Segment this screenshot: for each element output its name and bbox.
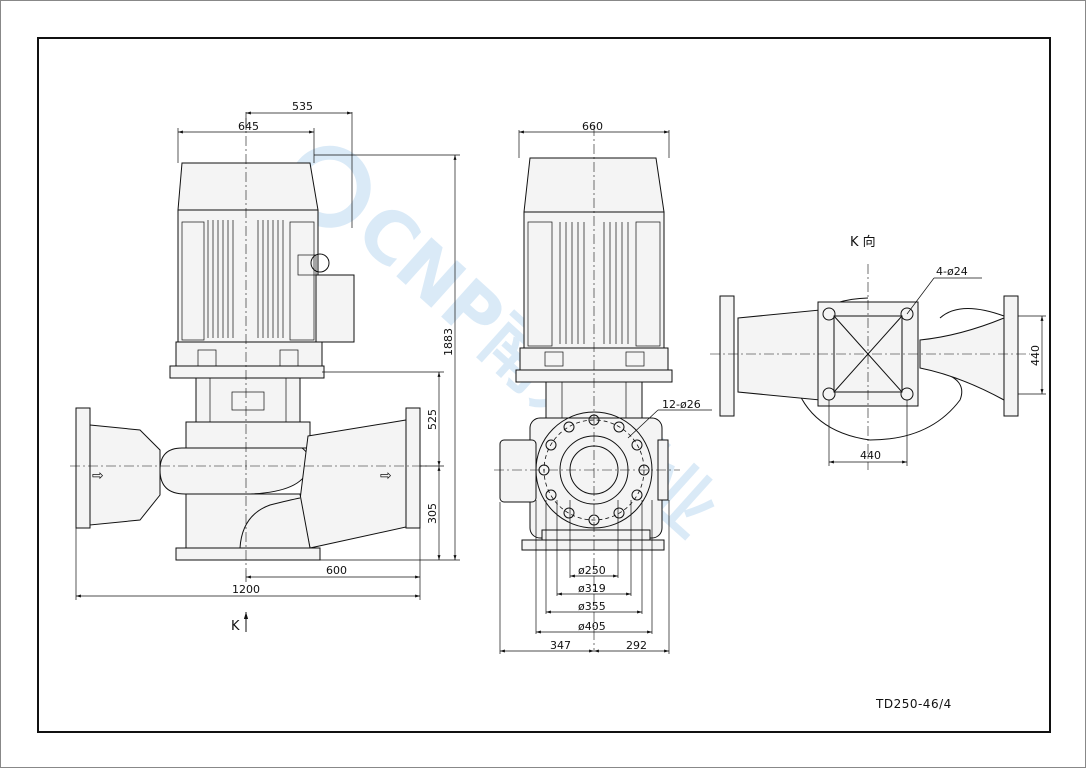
k-right-flange	[1003, 295, 1019, 417]
dim-dia-250: ø250	[578, 564, 606, 577]
dim-dia-319: ø319	[578, 582, 606, 595]
terminal-box	[315, 274, 355, 343]
k-left-flange	[719, 295, 735, 417]
dim-600: 600	[326, 564, 347, 577]
dim-dia-405: ø405	[578, 620, 606, 633]
discharge-flange	[405, 407, 421, 529]
dim-305: 305	[426, 503, 439, 524]
flow-arrow-out: ⇨	[380, 468, 392, 484]
discharge-pipe	[299, 419, 407, 549]
dim-645: 645	[238, 120, 259, 133]
dim-1200: 1200	[232, 583, 260, 596]
k-right-pipe	[919, 317, 1005, 401]
coupling-bracket	[195, 377, 301, 423]
dim-535: 535	[292, 100, 313, 113]
dim-1883: 1883	[442, 328, 455, 356]
k-dim-440-vertical: 440	[1029, 345, 1042, 366]
k-view-marker: K	[231, 619, 240, 634]
k-view: K 向 4-ø24 440 440	[710, 234, 1046, 470]
suction-flange	[75, 407, 91, 529]
k-view-title: K 向	[850, 234, 876, 250]
dim-dia-355: ø355	[578, 600, 606, 613]
side-pump-base	[521, 539, 665, 551]
model-code: TD250-46/4	[875, 697, 952, 711]
front-view: ⇨ ⇨ 535 645 1883 525 305 600 1200 K	[70, 100, 460, 634]
drawing-frame	[37, 37, 1051, 733]
pump-base	[175, 547, 321, 561]
motor-fins	[181, 220, 315, 341]
lifting-eye	[310, 253, 330, 273]
flow-arrow-in: ⇨	[92, 468, 104, 484]
k-dim-440-horizontal: 440	[860, 449, 881, 462]
dim-525: 525	[426, 409, 439, 430]
motor-fan-cover	[177, 162, 319, 211]
dim-292: 292	[626, 639, 647, 652]
motor-body	[177, 209, 319, 343]
dim-347: 347	[550, 639, 571, 652]
k-bolt-note: 4-ø24	[936, 265, 968, 278]
bolt-holes	[538, 414, 650, 526]
side-motor-fins	[527, 221, 661, 347]
side-bolt-note: 12-ø26	[662, 398, 701, 411]
dim-660: 660	[582, 120, 603, 133]
k-left-pipe	[737, 309, 821, 401]
side-view: 660 12-ø26 ø250 ø319 ø355 ø405 347 292	[494, 120, 712, 654]
pump-casing	[159, 447, 310, 495]
